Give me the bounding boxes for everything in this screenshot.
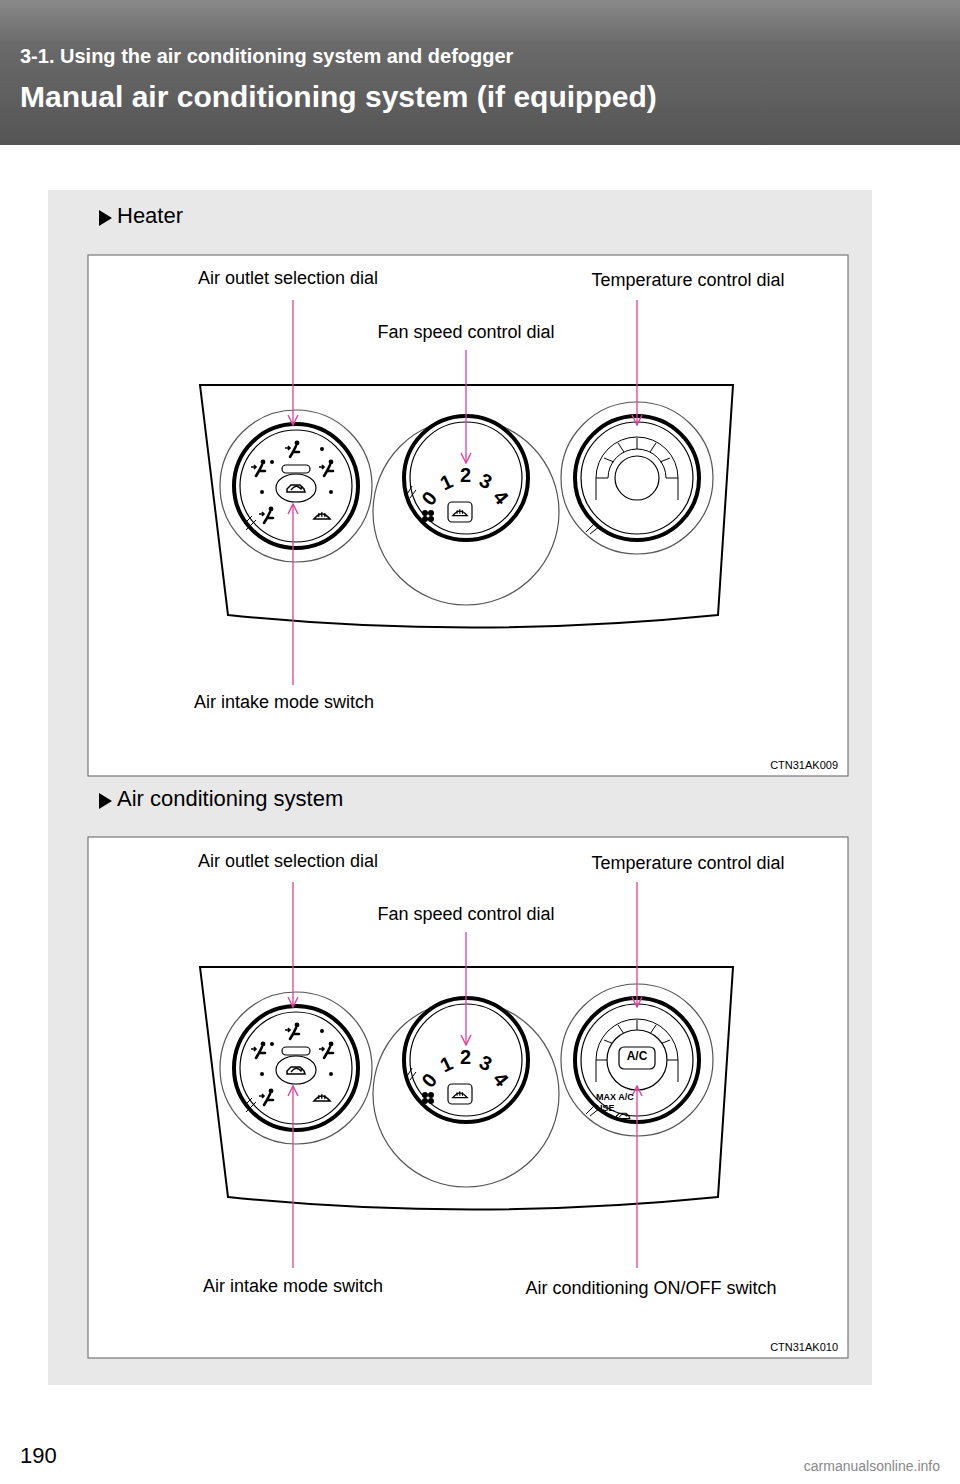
ac-max-text: MAX A/C: [596, 1092, 634, 1102]
callout-label: Air conditioning ON/OFF switch: [525, 1278, 776, 1299]
callout-label: Air outlet selection dial: [198, 268, 378, 289]
page-number: 190: [20, 1443, 57, 1468]
callout-label: Temperature control dial: [591, 853, 784, 874]
ac-button-text: A/C: [627, 1050, 648, 1064]
figure-heading: Heater: [117, 203, 183, 228]
fan-speed-number: 2: [460, 1046, 471, 1069]
page-title: Manual air conditioning system (if equip…: [20, 80, 657, 115]
figure-code: CTN31AK010: [770, 1341, 838, 1354]
figure-heading: Air conditioning system: [117, 786, 343, 811]
watermark: carmanualsonline.info: [804, 1458, 940, 1474]
ac-max-text: USE: [596, 1103, 615, 1113]
section-heading: 3-1. Using the air conditioning system a…: [20, 45, 513, 68]
callout-label: Air intake mode switch: [194, 692, 374, 713]
figure-code: CTN31AK009: [770, 759, 838, 772]
callout-label: Air intake mode switch: [203, 1276, 383, 1297]
callout-label: Fan speed control dial: [377, 904, 554, 925]
callout-label: Temperature control dial: [591, 270, 784, 291]
fan-speed-number: 2: [460, 464, 471, 487]
callout-label: Air outlet selection dial: [198, 851, 378, 872]
callout-label: Fan speed control dial: [377, 322, 554, 343]
